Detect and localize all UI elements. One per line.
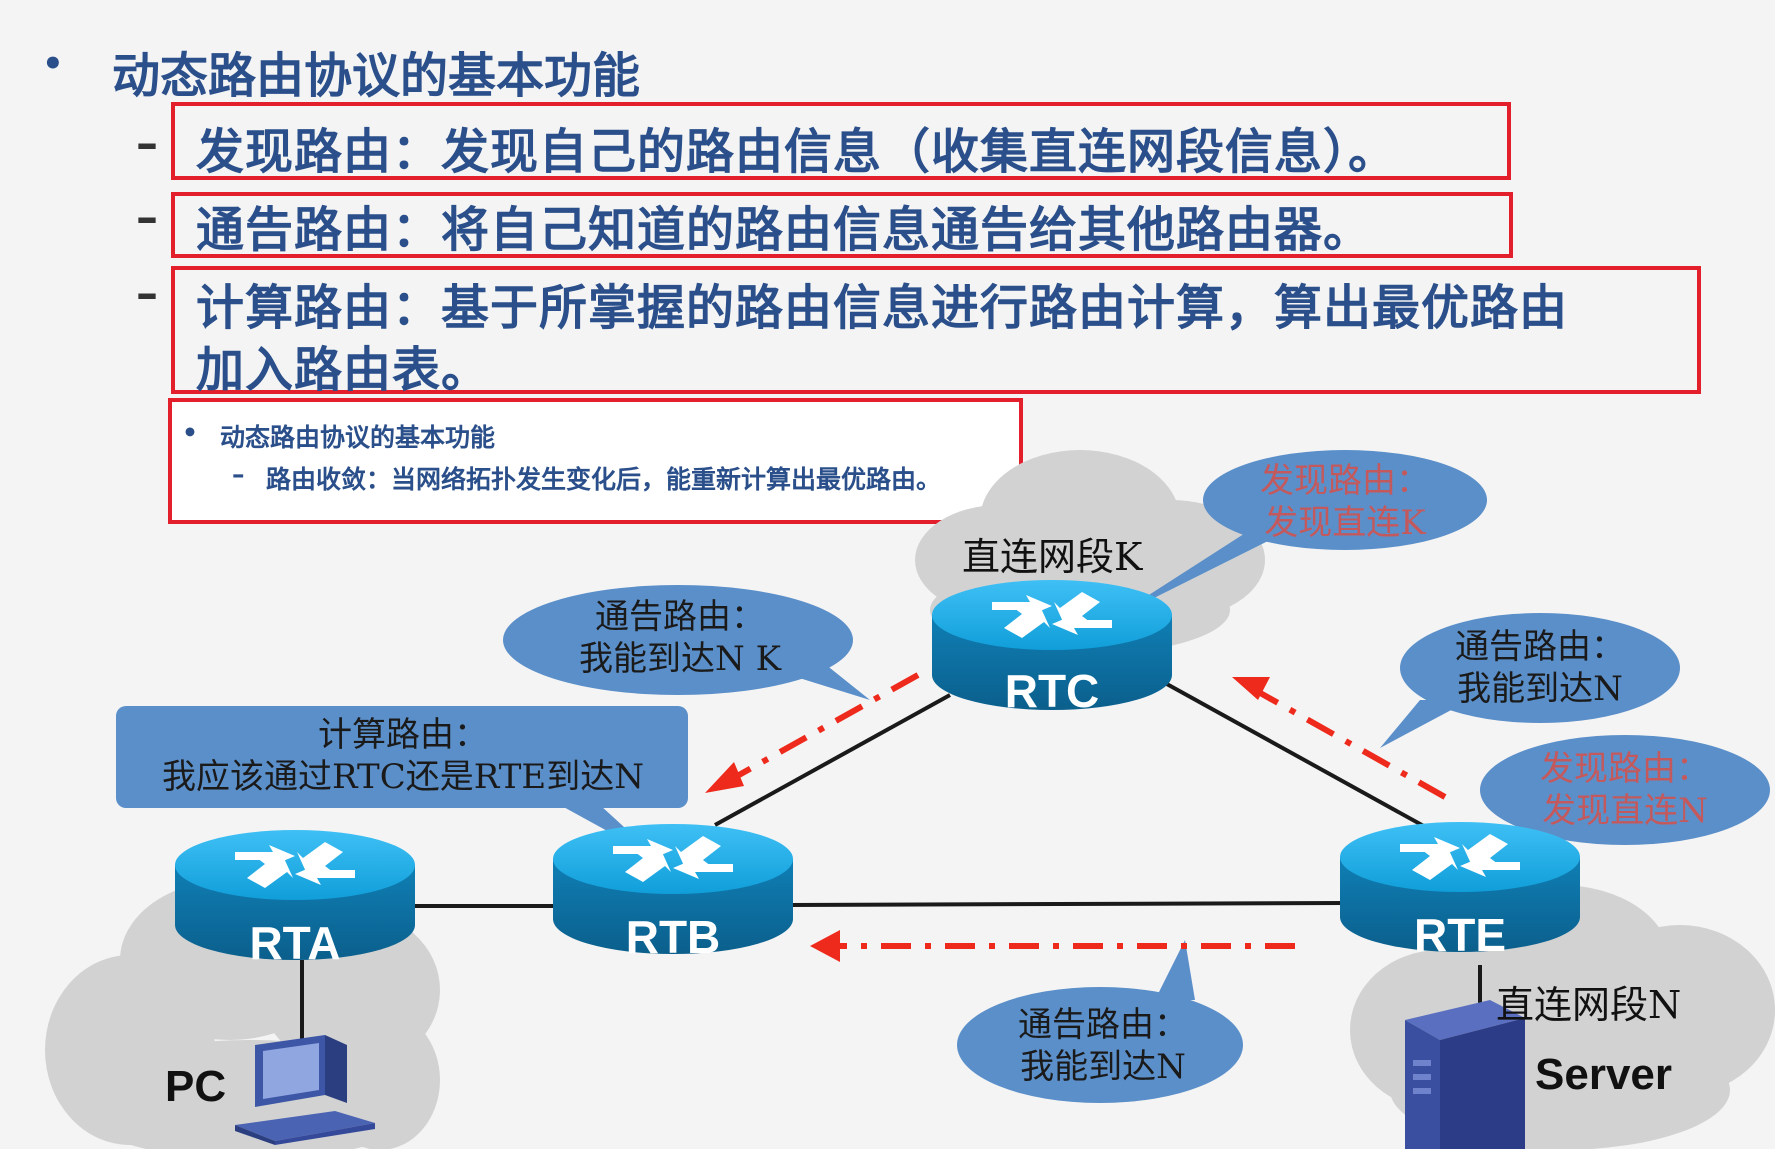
router-label-rtb: RTB xyxy=(625,911,721,963)
bubble-rte-advertise-down: 通告路由： 我能到达N xyxy=(968,1004,1238,1088)
bubble-line: 通告路由： xyxy=(1455,627,1625,667)
bubble-line: 发现直连N xyxy=(1542,791,1708,831)
bubble-line: 通告路由： xyxy=(1018,1005,1188,1045)
item-compute-route-line2: 加入路由表。 xyxy=(196,342,491,398)
bubble-line: 发现直连K xyxy=(1264,503,1426,543)
item-dash: – xyxy=(136,118,158,169)
item-discover-route: 发现路由：发现自己的路由信息（收集直连网段信息）。 xyxy=(196,124,1398,180)
popup-title: 动态路由协议的基本功能 xyxy=(220,423,496,452)
label-pc: PC xyxy=(165,1062,227,1111)
popup-dash: – xyxy=(232,460,245,489)
label-segment-k: 直连网段K xyxy=(962,535,1143,579)
item-advertise-route: 通告路由：将自己知道的路由信息通告给其他路由器。 xyxy=(196,202,1373,258)
highlight-box-compute xyxy=(171,266,1701,394)
popup-bullet: • xyxy=(182,418,198,447)
bubble-line: 发现路由： xyxy=(1540,749,1710,789)
bubble-rte-advertise-up: 通告路由： 我能到达N xyxy=(1405,626,1675,710)
bubble-line: 我能到达N K xyxy=(579,639,781,679)
label-segment-n: 直连网段N xyxy=(1496,983,1682,1027)
arrowheads xyxy=(705,677,1270,962)
bubble-line: 我能到达N xyxy=(1020,1047,1186,1087)
bubble-line: 我能到达N xyxy=(1457,669,1623,709)
links xyxy=(300,681,1482,1045)
page-title: 动态路由协议的基本功能 xyxy=(112,48,641,104)
item-dash: – xyxy=(136,192,158,243)
router-label-rtc: RTC xyxy=(1004,665,1100,717)
router-label-rta: RTA xyxy=(249,917,341,969)
label-server: Server xyxy=(1535,1050,1673,1099)
item-compute-route-line1: 计算路由：基于所掌握的路由信息进行路由计算，算出最优路由 xyxy=(196,280,1569,336)
bubble-line: 计算路由： xyxy=(318,715,488,755)
convergence-popup: • 动态路由协议的基本功能 – 路由收敛：当网络拓扑发生变化后，能重新计算出最优… xyxy=(168,398,1023,524)
item-dash: – xyxy=(136,268,158,319)
bubble-rtb-compute: 计算路由： 我应该通过RTC还是RTE到达N xyxy=(120,714,686,798)
bubble-rtc-discover: 发现路由： 发现直连K xyxy=(1210,460,1480,544)
highlight-box-discover xyxy=(171,102,1511,180)
title-bullet: • xyxy=(42,44,64,84)
popup-convergence: 路由收敛：当网络拓扑发生变化后，能重新计算出最优路由。 xyxy=(266,465,942,494)
bubble-line: 我应该通过RTC还是RTE到达N xyxy=(162,757,644,797)
bubble-line: 发现路由： xyxy=(1260,461,1430,501)
bubble-rtc-advertise: 通告路由： 我能到达N K xyxy=(510,596,850,680)
bubble-line: 通告路由： xyxy=(595,597,765,637)
router-label-rte: RTE xyxy=(1414,909,1506,961)
advertise-arrows xyxy=(728,672,1447,949)
bubble-rte-discover: 发现路由： 发现直连N xyxy=(1490,748,1760,832)
popup-border xyxy=(168,398,1023,524)
highlight-box-advertise xyxy=(171,192,1513,258)
